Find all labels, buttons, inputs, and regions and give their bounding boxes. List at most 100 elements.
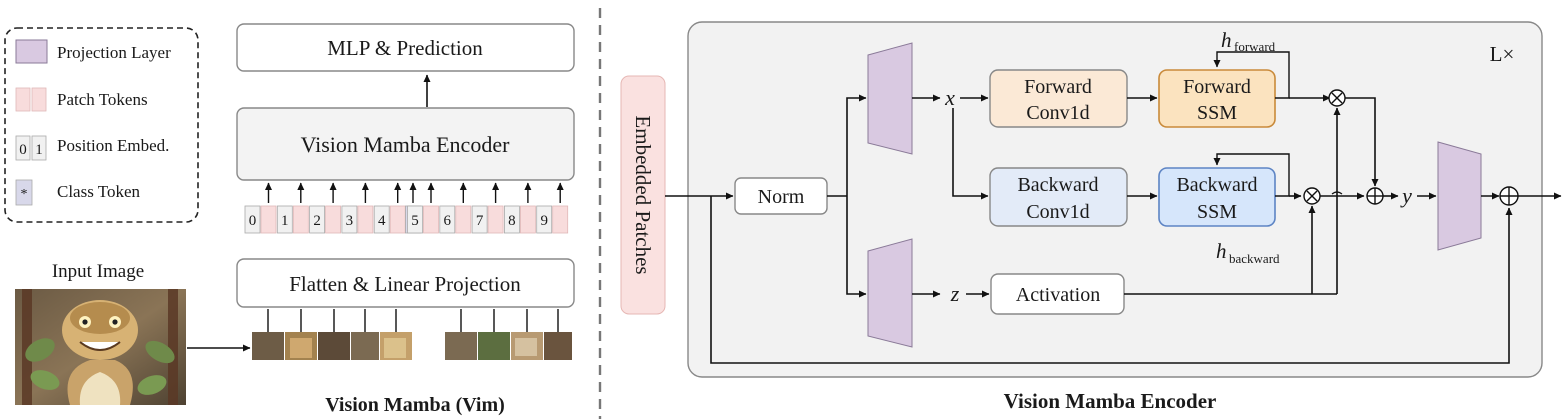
forward-ssm-line1: Forward	[1183, 76, 1251, 98]
patch-6	[445, 332, 477, 360]
backward-ssm-line2: SSM	[1197, 201, 1237, 223]
position-embed-3	[341, 205, 358, 234]
patch-9	[544, 332, 572, 360]
position-embed-digit-3: 3	[346, 213, 354, 229]
forward-state-loop	[1213, 51, 1290, 99]
arrow-norm-to-xproj	[846, 94, 867, 196]
vim-encoder-label: Vision Mamba Encoder	[301, 132, 511, 157]
flatten-projection-box	[236, 258, 575, 308]
forward-conv1d-line1: Forward	[1024, 76, 1092, 98]
position-embed-digit-6: 6	[444, 213, 452, 229]
legend-label-patch: Patch Tokens	[57, 90, 148, 109]
patch-token-swatch-b	[31, 87, 47, 112]
patch-arrows	[267, 309, 559, 332]
z-variable: z	[950, 281, 960, 306]
norm-label: Norm	[758, 186, 805, 208]
right-caption: Vision Mamba Encoder	[1004, 389, 1217, 413]
arrow-norm-to-zproj	[846, 196, 867, 298]
position-embed-digit-0: 0	[249, 213, 257, 229]
position-embed-swatch-1	[31, 135, 47, 161]
x-projection-layer	[867, 42, 913, 155]
mlp-prediction-box	[236, 23, 575, 72]
embedded-patches-label: Embedded Patches	[631, 115, 655, 274]
patch-token-3	[357, 205, 374, 234]
legend-frame	[4, 27, 199, 223]
arrow-fmul-to-add	[1345, 97, 1379, 187]
patch-token-8	[520, 205, 536, 234]
gating-add-node	[1366, 187, 1384, 205]
position-embed-swatch-0	[15, 135, 31, 161]
x-variable: x	[944, 85, 955, 110]
patch-3	[318, 332, 350, 360]
mlp-prediction-label: MLP & Prediction	[327, 36, 483, 60]
projection-layer-swatch	[15, 39, 48, 64]
patch-token-0	[260, 205, 277, 234]
position-embed-digit-2: 2	[313, 213, 321, 229]
position-embed-7	[471, 205, 488, 234]
legend-label-position: Position Embed.	[57, 136, 169, 155]
residual-path	[710, 196, 1513, 364]
patch-token-6	[455, 205, 472, 234]
repeat-label: L×	[1490, 42, 1515, 66]
z-projection-layer	[867, 238, 913, 348]
patch-1	[252, 332, 284, 360]
position-embed-glyph-1: 1	[35, 142, 43, 158]
position-embed-2	[309, 205, 326, 234]
position-embed-5	[407, 205, 423, 234]
legend-label-projection: Projection Layer	[57, 43, 171, 62]
left-caption: Vision Mamba (Vim)	[325, 394, 505, 416]
patch-token-1	[292, 205, 309, 234]
output-projection-layer	[1437, 141, 1482, 251]
position-embed-0	[244, 205, 261, 234]
vim-encoder-box	[236, 107, 575, 181]
legend: Projection Layer Patch Tokens 0 1 Positi…	[4, 27, 199, 223]
patch-4	[351, 332, 379, 360]
patch-token-5	[423, 205, 439, 234]
position-embed-digit-8: 8	[508, 213, 516, 229]
patch-token-9	[552, 205, 569, 234]
input-image	[15, 289, 186, 405]
position-embed-glyph-0: 0	[19, 142, 27, 158]
forward-multiply-node	[1328, 89, 1346, 107]
position-embed-9	[536, 205, 553, 234]
backward-state-loop	[1213, 153, 1290, 197]
line-hop	[1331, 191, 1343, 195]
patch-token-7	[487, 205, 504, 234]
y-variable: y	[1400, 183, 1412, 208]
backward-ssm-line1: Backward	[1176, 174, 1257, 196]
residual-add-node	[1499, 186, 1519, 206]
class-token-swatch	[15, 179, 33, 206]
backward-conv1d-line1: Backward	[1017, 174, 1098, 196]
h-forward-base: h	[1221, 28, 1232, 52]
position-embed-4	[373, 205, 390, 234]
arrow-x-to-bconv	[952, 108, 989, 200]
embedded-patches-box	[620, 75, 666, 315]
forward-ssm-line2: SSM	[1197, 102, 1237, 124]
legend-label-class: Class Token	[57, 182, 141, 201]
h-backward-base: h	[1216, 239, 1227, 263]
position-embed-digit-9: 9	[540, 213, 548, 229]
patch-token-4	[389, 205, 406, 234]
backward-ssm-box	[1158, 167, 1276, 227]
position-embed-digit-4: 4	[378, 213, 386, 229]
backward-conv1d-box	[989, 167, 1128, 227]
position-embed-digit-5: 5	[411, 213, 419, 229]
patch-strip	[252, 332, 572, 360]
h-backward-sub: backward	[1229, 251, 1280, 266]
input-image-label: Input Image	[52, 261, 144, 282]
forward-conv1d-line2: Conv1d	[1026, 102, 1089, 124]
backward-multiply-node	[1303, 187, 1321, 205]
position-embed-8	[503, 205, 520, 234]
flatten-projection-label: Flatten & Linear Projection	[289, 272, 521, 296]
activation-label: Activation	[1016, 284, 1100, 306]
position-embed-1	[276, 205, 293, 234]
position-embed-digit-1: 1	[281, 213, 289, 229]
patch-token-swatch-a	[15, 87, 31, 112]
patch-token-2	[325, 205, 342, 234]
position-embed-digit-7: 7	[476, 213, 484, 229]
patch-7	[478, 332, 510, 360]
h-forward-sub: forward	[1234, 39, 1276, 54]
backward-conv1d-line2: Conv1d	[1026, 201, 1089, 223]
